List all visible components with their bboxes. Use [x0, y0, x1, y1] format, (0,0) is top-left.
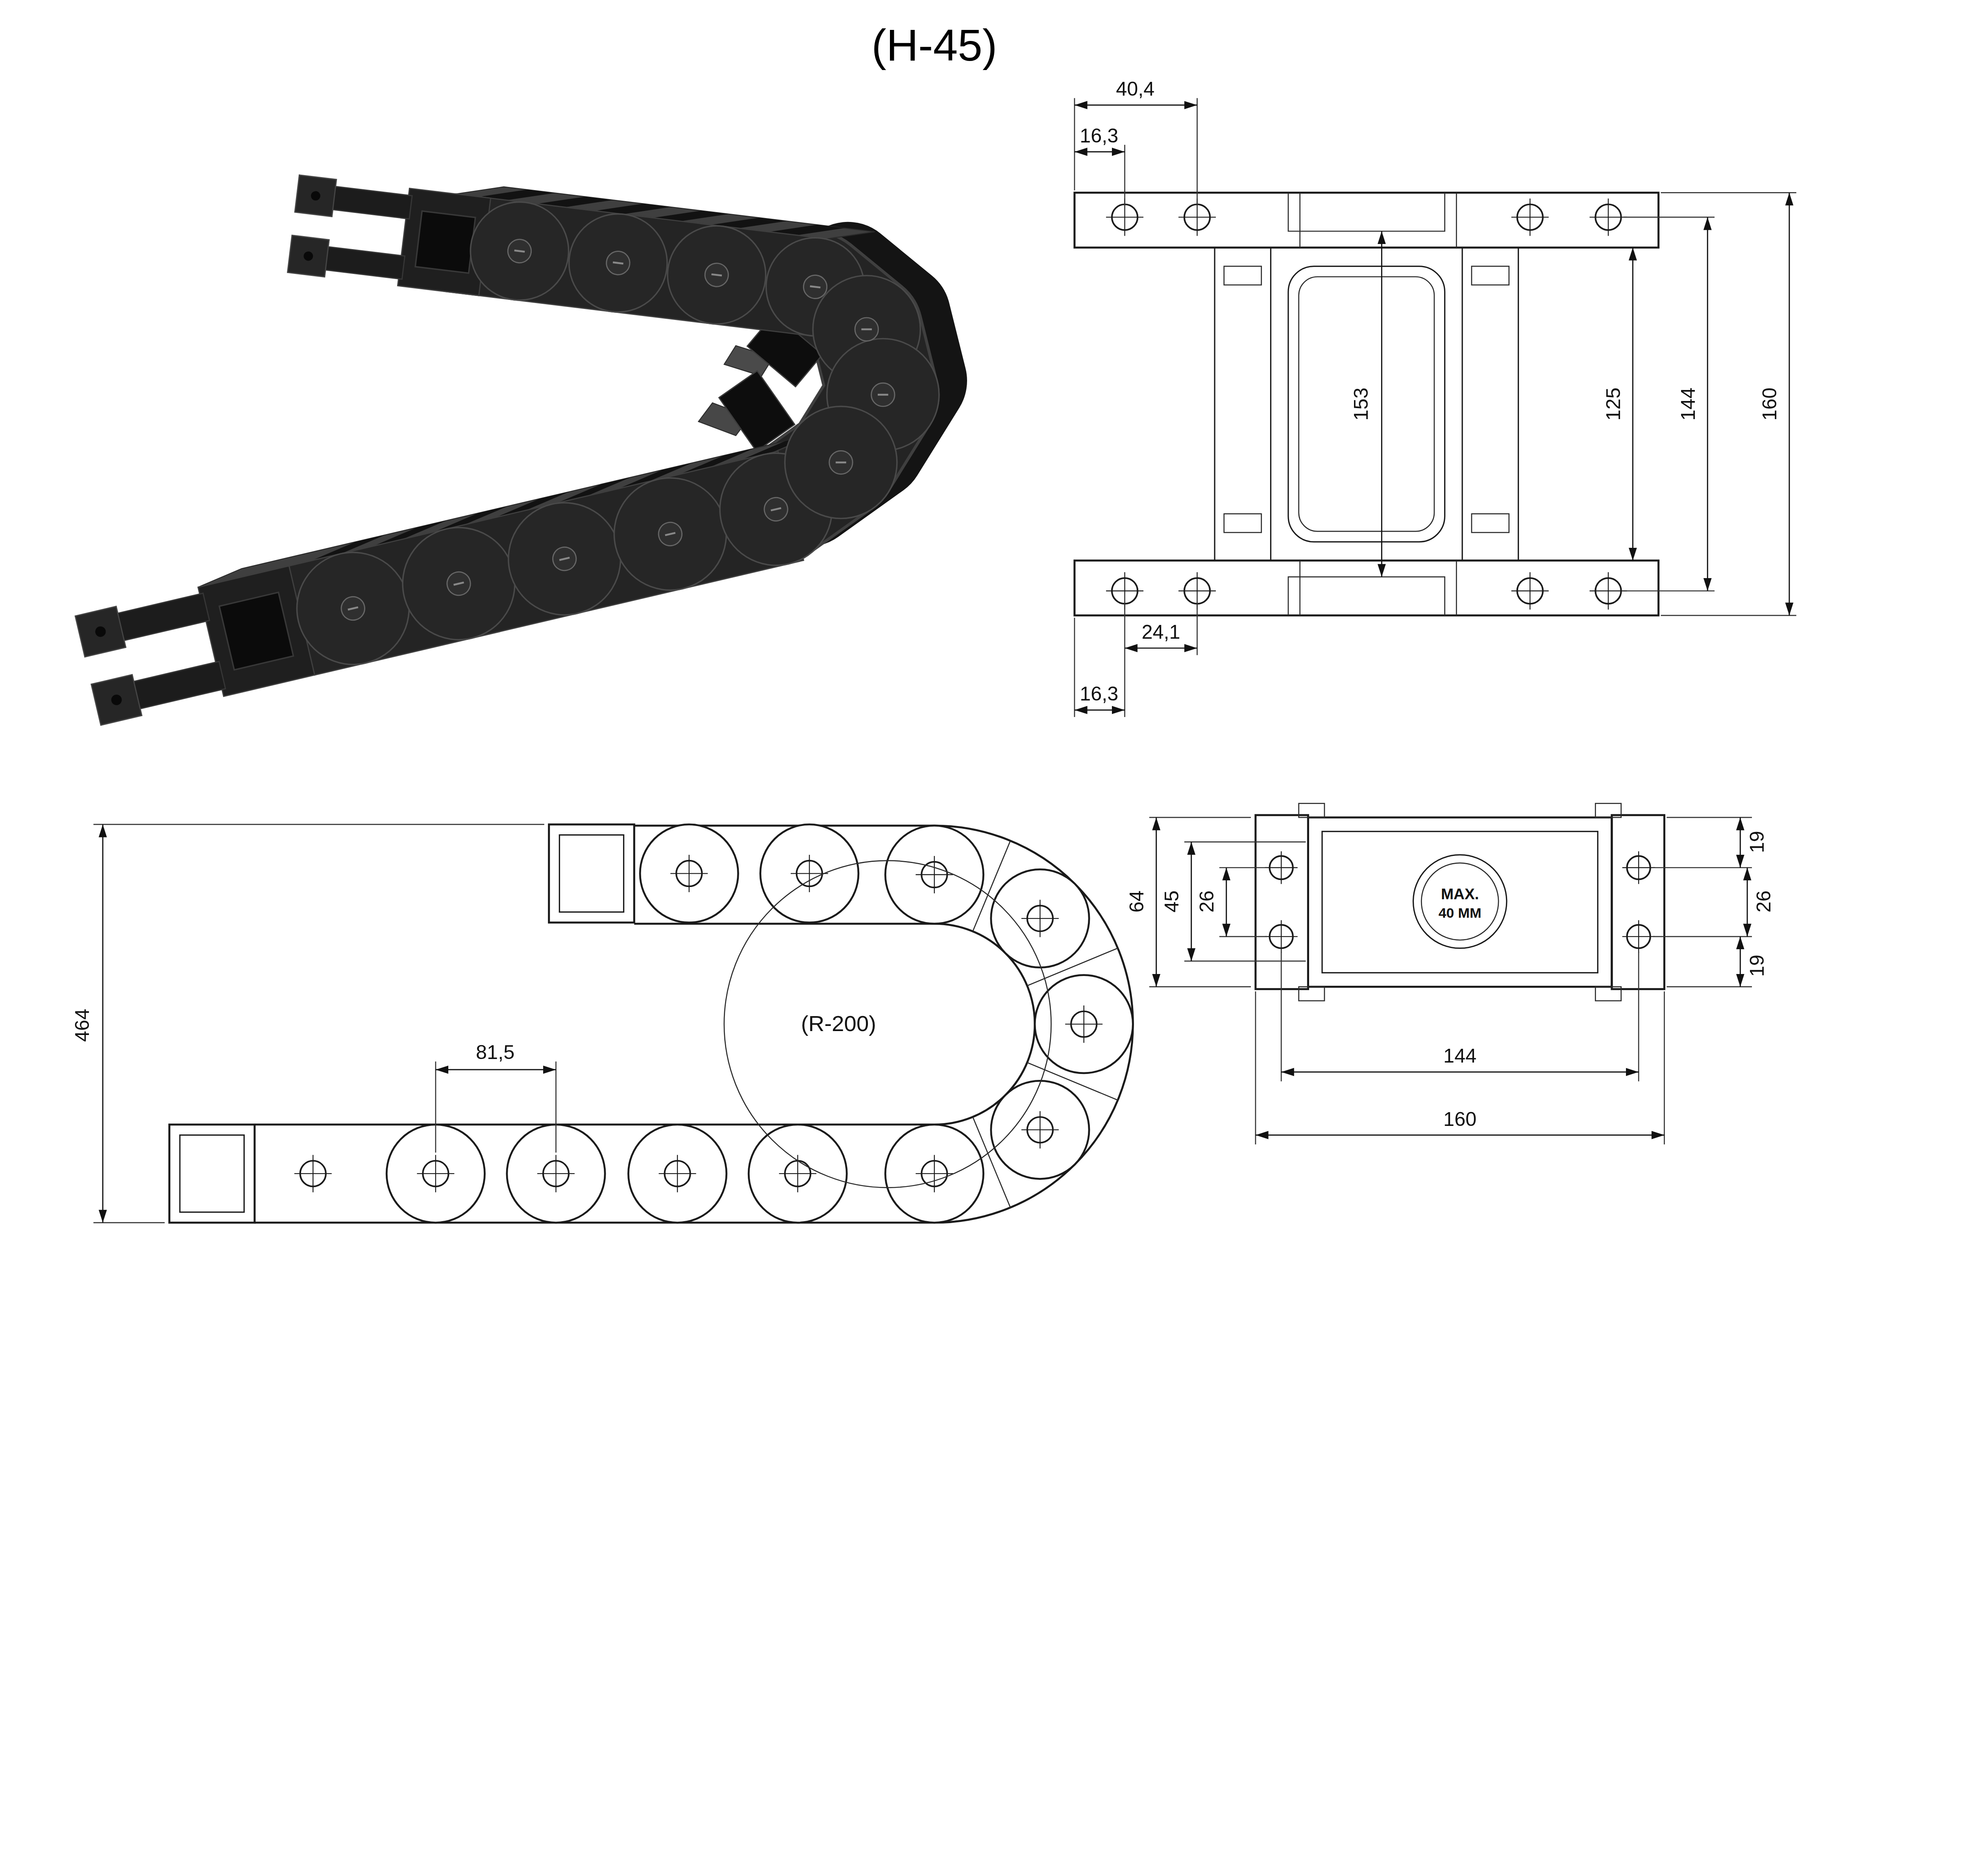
technical-drawing-canvas: (H-45): [0, 0, 1968, 1392]
mounting-hole: [1622, 920, 1655, 953]
dim-label: 16,3: [1080, 124, 1118, 147]
max-label-line2: 40 MM: [1439, 905, 1482, 921]
side-view: (R-200) 81,5 464: [71, 824, 1133, 1223]
screw-icon: [855, 318, 878, 341]
top-view: 40,4 16,3 153 125 144 160: [1075, 78, 1796, 717]
link-hole: [294, 1155, 332, 1192]
mounting-hole: [1622, 851, 1655, 884]
mounting-hole: [1511, 198, 1549, 236]
link-joint: [1035, 975, 1133, 1073]
dim-label: 125: [1602, 388, 1624, 421]
side-view-lower-bracket: [169, 1125, 255, 1223]
link-joint: [991, 1081, 1089, 1179]
link-joint: [628, 1125, 726, 1223]
bend-radius-label: (R-200): [801, 1011, 876, 1036]
link-joint: [640, 824, 738, 922]
dim-label: 160: [1443, 1108, 1476, 1130]
dim-label: 81,5: [476, 1041, 514, 1063]
link-joint: [885, 1125, 983, 1223]
max-cable-stamp: MAX. 40 MM: [1413, 855, 1507, 948]
iso-bottom-run: [73, 432, 849, 725]
side-view-upper-bracket: [549, 824, 634, 922]
iso-top-run: [288, 162, 875, 342]
dim-label: 26: [1753, 891, 1775, 913]
end-view-left-flange: [1256, 815, 1308, 989]
link-joint: [760, 824, 858, 922]
dim-26-right: 26: [1653, 868, 1775, 937]
dim-24-1: 24,1: [1125, 603, 1197, 717]
dim-label: 144: [1443, 1044, 1476, 1067]
dim-label: 144: [1677, 388, 1699, 421]
end-view: MAX. 40 MM 64 45 26 19: [1125, 804, 1775, 1144]
mounting-hole: [1265, 851, 1298, 884]
drawing-page: (H-45): [0, 0, 1968, 1392]
isometric-view: [73, 162, 939, 725]
screw-icon: [829, 451, 853, 474]
link-joint: [749, 1125, 847, 1223]
dim-label: 16,3: [1080, 682, 1118, 705]
dim-label: 153: [1350, 388, 1372, 421]
dim-144: 144: [1624, 217, 1715, 591]
dim-label: 45: [1160, 891, 1183, 913]
dim-160-bottom: 160: [1256, 991, 1665, 1144]
dim-16-3-bottom: 16,3: [1075, 618, 1125, 717]
end-view-right-flange: [1612, 815, 1665, 989]
drawing-title: (H-45): [871, 20, 997, 70]
dim-153: 153: [1350, 231, 1382, 577]
dim-144-bottom: 144: [1281, 952, 1639, 1081]
mounting-hole: [1265, 920, 1298, 953]
dim-label: 64: [1125, 891, 1148, 913]
link-joint: [885, 826, 983, 924]
dim-label: 19: [1746, 831, 1768, 853]
dim-label: 26: [1195, 891, 1218, 913]
dim-label: 160: [1758, 388, 1781, 421]
mounting-hole: [1511, 572, 1549, 610]
top-view-lower-plate: [1075, 560, 1659, 615]
dim-label: 40,4: [1116, 78, 1154, 100]
dim-label: 19: [1746, 955, 1768, 977]
screw-icon: [871, 383, 895, 406]
mounting-hole: [1590, 572, 1627, 610]
dim-125: 125: [1602, 248, 1633, 560]
dim-label: 464: [71, 1009, 93, 1042]
link-joint: [991, 869, 1089, 967]
max-label-line1: MAX.: [1441, 885, 1479, 902]
dim-19-top: 19: [1653, 817, 1768, 868]
dim-19-bottom: 19: [1667, 937, 1768, 987]
mounting-hole: [1590, 198, 1627, 236]
top-view-upper-plate: [1075, 193, 1659, 248]
dim-label: 24,1: [1141, 621, 1180, 643]
